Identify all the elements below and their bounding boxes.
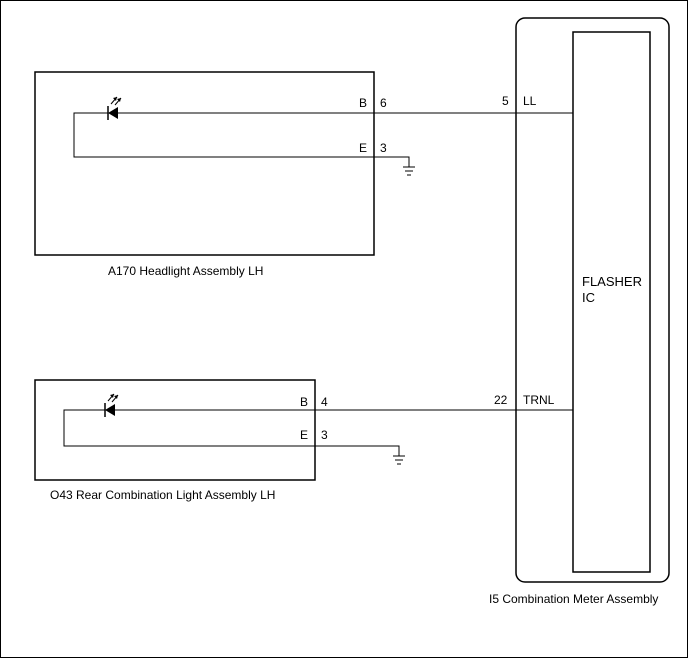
headlight-ground-icon	[403, 166, 415, 176]
rear-light-ground-wire	[315, 445, 400, 456]
headlight-caption: A170 Headlight Assembly LH	[108, 264, 263, 278]
combination-meter-box	[515, 17, 670, 583]
flasher-ic-box	[572, 31, 651, 573]
combination-meter-assembly: FLASHER IC 5 LL 22 TRNL I5 Combination M…	[489, 17, 670, 606]
rear-light-assembly: B 4 E 3 O43 Rear Combination Light Assem…	[34, 379, 405, 502]
rear-light-assembly-box	[34, 379, 316, 481]
headlight-pin-b-number: 6	[380, 96, 387, 110]
meter-pin-trnl-label: TRNL	[523, 393, 555, 407]
rear-light-pin-e-number: 3	[321, 428, 328, 442]
headlight-ground-wire	[374, 156, 410, 167]
meter-pin-ll-number: 5	[502, 94, 509, 108]
headlight-pin-b-label: B	[359, 96, 367, 110]
rear-light-caption: O43 Rear Combination Light Assembly LH	[50, 488, 275, 502]
flasher-ic-label-line2: IC	[582, 290, 595, 305]
rear-light-led-icon	[104, 393, 119, 417]
meter-pin-ll-label: LL	[523, 94, 537, 108]
rear-light-pin-e-label: E	[300, 428, 308, 442]
headlight-assembly: B 6 E 3 A170 Headlight Assembly LH	[34, 71, 415, 278]
headlight-pin-e-number: 3	[380, 141, 387, 155]
combination-meter-caption: I5 Combination Meter Assembly	[489, 592, 658, 606]
meter-pin-trnl-number: 22	[494, 393, 508, 407]
headlight-pin-e-label: E	[359, 141, 367, 155]
flasher-ic-label-line1: FLASHER	[582, 274, 642, 289]
headlight-led-icon	[107, 96, 122, 120]
rear-light-ground-icon	[393, 455, 405, 465]
headlight-ground-path	[73, 112, 374, 158]
headlight-assembly-box	[34, 71, 375, 256]
rear-light-ground-path	[63, 409, 315, 447]
rear-light-pin-b-number: 4	[321, 395, 328, 409]
rear-light-pin-b-label: B	[300, 395, 308, 409]
